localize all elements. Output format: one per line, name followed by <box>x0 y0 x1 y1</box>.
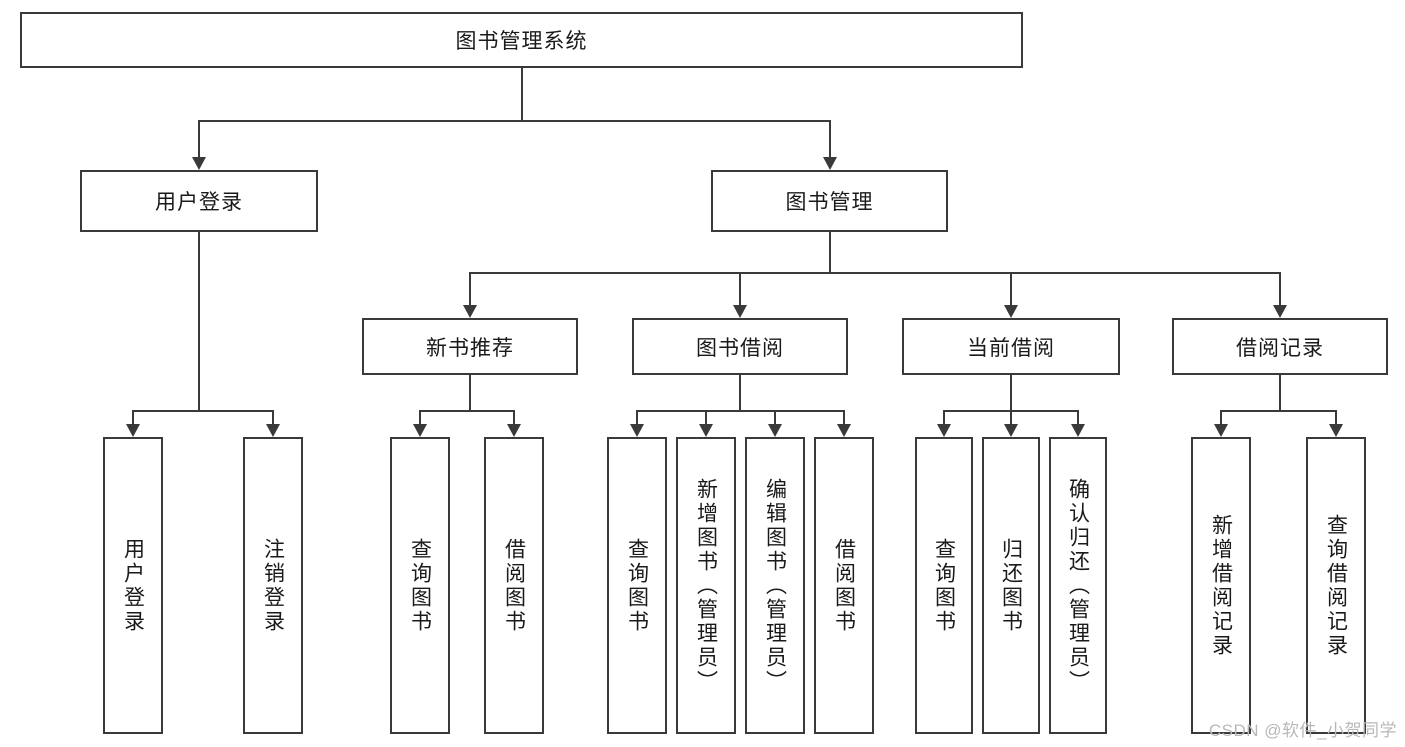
connector-branch <box>705 410 707 424</box>
node-label: 注销登录 <box>261 537 285 634</box>
connector-arrowhead-icon <box>937 424 951 437</box>
node-label: 新增借阅记录 <box>1209 513 1233 658</box>
node-label: 新增图书（管理员） <box>694 477 718 694</box>
node-label: 图书管理系统 <box>455 30 588 53</box>
node-label: 查询借阅记录 <box>1324 513 1348 658</box>
node-label: 借阅图书 <box>832 537 856 634</box>
connector-bus <box>636 410 845 412</box>
connector-stem <box>828 232 831 272</box>
node-label: 确认归还（管理员） <box>1066 477 1090 694</box>
connector-arrowhead-icon <box>1071 424 1085 437</box>
connector-bus <box>1220 410 1337 412</box>
connector-arrowhead-icon <box>1004 305 1018 318</box>
connector-arrowhead-icon <box>699 424 713 437</box>
node-label: 新书推荐 <box>426 336 514 360</box>
watermark-label: CSDN @软件_小贺同学 <box>1208 721 1397 740</box>
connector-arrowhead-icon <box>126 424 140 437</box>
connector-arrowhead-icon <box>630 424 644 437</box>
node-19-查询借阅记录[interactable]: 查询借阅记录 <box>1306 437 1366 734</box>
connector-stem <box>1279 375 1281 410</box>
connector-bus <box>469 272 1281 274</box>
connector-branch <box>843 410 845 424</box>
connector-bus <box>419 410 515 412</box>
node-5-新书推荐[interactable]: 新书推荐 <box>362 318 578 375</box>
connector-branch <box>198 120 200 157</box>
node-10-新增图书管理[interactable]: 新增图书（管理员） <box>676 437 736 734</box>
connector-branch <box>774 410 776 424</box>
connector-arrowhead-icon <box>1214 424 1228 437</box>
node-label: 借阅图书 <box>502 537 526 634</box>
connector-branch <box>636 410 638 424</box>
connector-arrowhead-icon <box>507 424 521 437</box>
connector-arrowhead-icon <box>768 424 782 437</box>
connector-stem <box>739 375 741 410</box>
connector-branch <box>1279 272 1281 305</box>
connector-branch <box>132 410 134 424</box>
connector-branch <box>1335 410 1337 424</box>
node-12-借阅图书[interactable]: 借阅图书 <box>814 437 874 734</box>
node-label: 用户登录 <box>155 191 243 214</box>
connector-stem <box>1010 375 1012 410</box>
connector-arrowhead-icon <box>733 305 747 318</box>
connector-branch <box>1220 410 1222 424</box>
node-label: 编辑图书（管理员） <box>763 477 787 694</box>
connector-arrowhead-icon <box>1329 424 1343 437</box>
node-9-查询图书[interactable]: 查询图书 <box>607 437 667 734</box>
node-7-借阅图书[interactable]: 借阅图书 <box>484 437 544 734</box>
connector-arrowhead-icon <box>463 305 477 318</box>
connector-branch <box>272 410 274 424</box>
node-label: 图书管理 <box>785 191 874 214</box>
connector-stem <box>198 232 200 410</box>
connector-arrowhead-icon <box>413 424 427 437</box>
connector-arrowhead-icon <box>266 424 280 437</box>
node-15-归还图书[interactable]: 归还图书 <box>982 437 1040 734</box>
connector-branch <box>1010 272 1012 305</box>
node-0-图书管理系统[interactable]: 图书管理系统 <box>20 12 1023 68</box>
connector-branch <box>513 410 515 424</box>
connector-bus <box>198 120 831 122</box>
node-2-用户登录[interactable]: 用户登录 <box>103 437 163 734</box>
connector-arrowhead-icon <box>192 157 206 170</box>
connector-arrowhead-icon <box>822 157 837 170</box>
connector-arrowhead-icon <box>1273 305 1287 318</box>
node-label: 图书借阅 <box>696 336 784 360</box>
connector-branch <box>1077 410 1079 424</box>
connector-stem <box>520 68 523 120</box>
node-4-图书管理[interactable]: 图书管理 <box>711 170 948 232</box>
node-13-当前借阅[interactable]: 当前借阅 <box>902 318 1120 375</box>
connector-branch <box>1010 410 1012 424</box>
node-18-新增借阅记录[interactable]: 新增借阅记录 <box>1191 437 1251 734</box>
node-label: 查询图书 <box>932 537 956 634</box>
node-17-借阅记录[interactable]: 借阅记录 <box>1172 318 1388 375</box>
node-16-确认归还管理[interactable]: 确认归还（管理员） <box>1049 437 1107 734</box>
node-3-注销登录[interactable]: 注销登录 <box>243 437 303 734</box>
node-8-图书借阅[interactable]: 图书借阅 <box>632 318 848 375</box>
node-1-用户登录[interactable]: 用户登录 <box>80 170 318 232</box>
connector-branch <box>419 410 421 424</box>
node-6-查询图书[interactable]: 查询图书 <box>390 437 450 734</box>
node-label: 查询图书 <box>408 537 432 634</box>
node-label: 用户登录 <box>121 537 145 634</box>
connector-branch <box>469 272 471 305</box>
node-11-编辑图书管理[interactable]: 编辑图书（管理员） <box>745 437 805 734</box>
node-label: 借阅记录 <box>1236 336 1324 360</box>
node-label: 当前借阅 <box>967 336 1055 360</box>
node-label: 查询图书 <box>625 537 649 634</box>
node-14-查询图书[interactable]: 查询图书 <box>915 437 973 734</box>
connector-branch <box>828 120 831 157</box>
connector-branch <box>943 410 945 424</box>
connector-branch <box>739 272 741 305</box>
connector-arrowhead-icon <box>837 424 851 437</box>
node-label: 归还图书 <box>999 537 1023 634</box>
connector-arrowhead-icon <box>1004 424 1018 437</box>
connector-bus <box>132 410 274 412</box>
connector-stem <box>469 375 471 410</box>
